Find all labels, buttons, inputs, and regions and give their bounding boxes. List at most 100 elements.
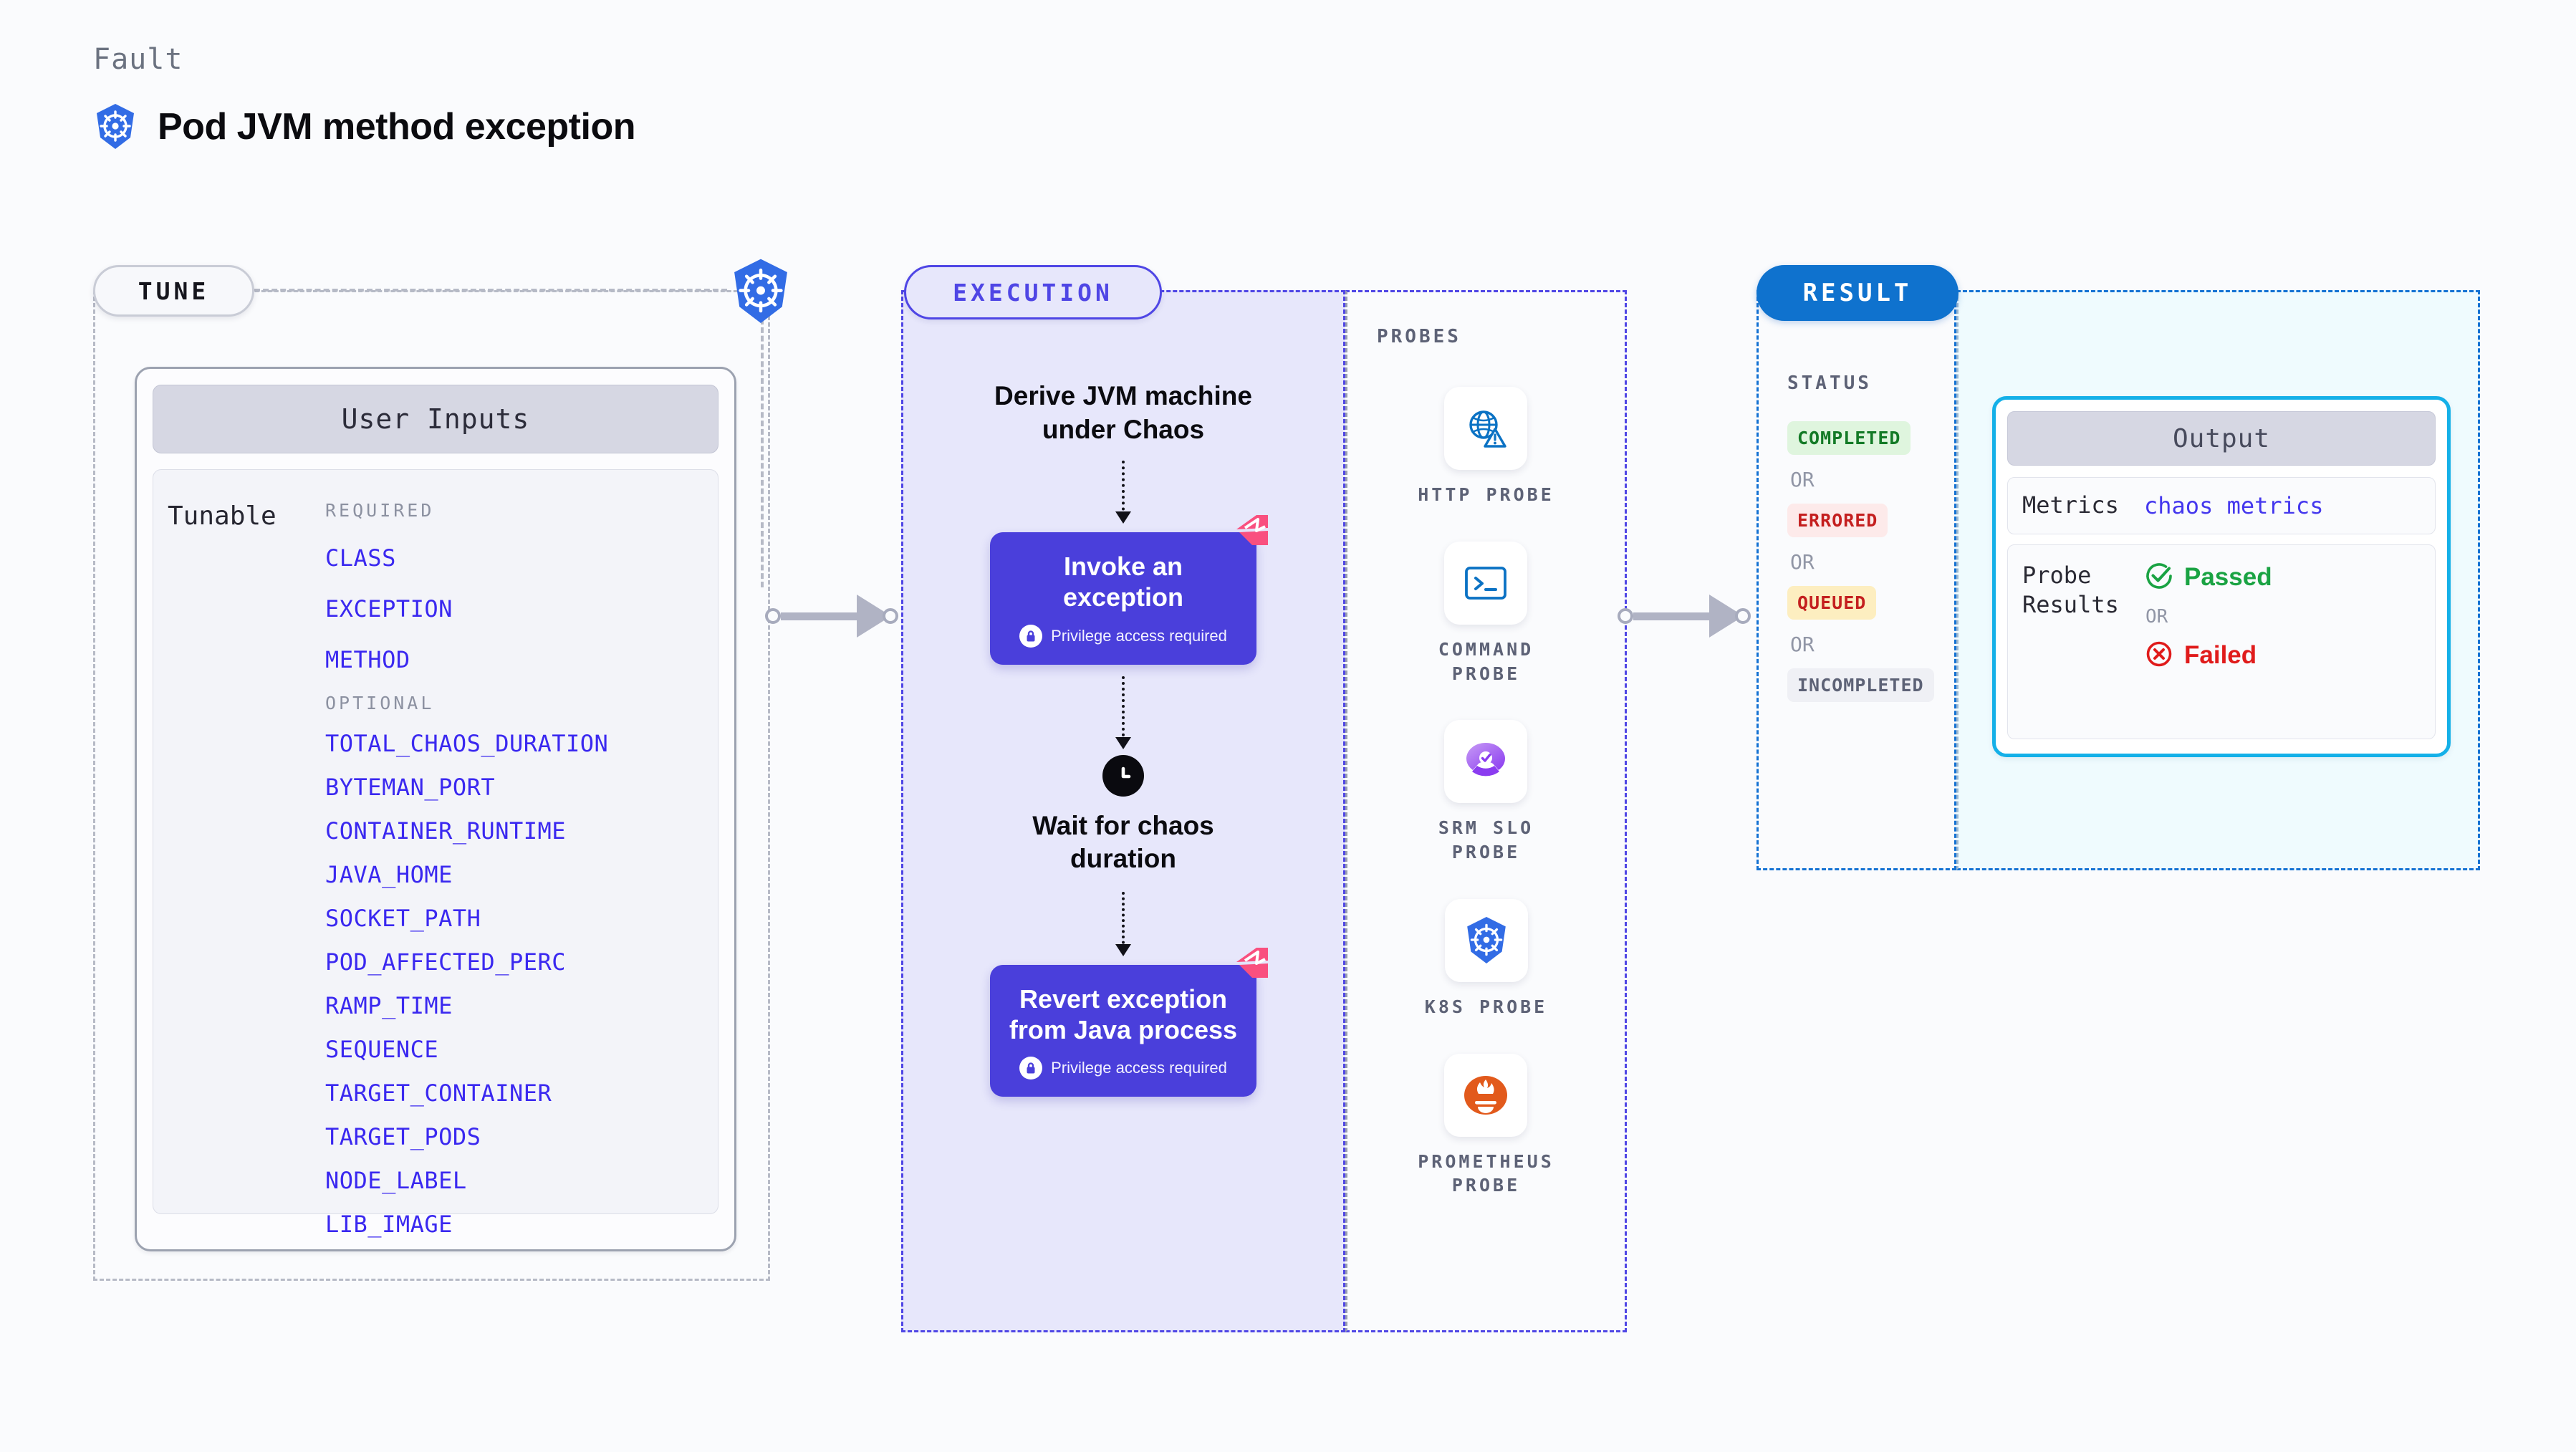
- chaos-metrics-link[interactable]: chaos metrics: [2144, 491, 2324, 519]
- tunable-item[interactable]: METHOD: [325, 646, 410, 673]
- probe-label: HTTP PROBE: [1418, 484, 1554, 505]
- probes-title: PROBES: [1377, 326, 1461, 347]
- tune-chip[interactable]: TUNE: [93, 265, 254, 317]
- metrics-key: Metrics: [2022, 491, 2119, 519]
- flow-arrow-head: [1115, 943, 1131, 956]
- chaos-corner-icon: [1232, 512, 1272, 552]
- lock-icon: [1019, 624, 1043, 648]
- flow-arrow: [1115, 461, 1131, 524]
- probe-results-key: Probe Results: [2022, 561, 2119, 619]
- execution-flow: Derive JVM machine under Chaos Invoke an…: [901, 380, 1345, 1097]
- terminal-icon[interactable]: [1444, 541, 1528, 625]
- tunable-item[interactable]: RAMP_TIME: [325, 992, 453, 1019]
- tunable-item[interactable]: CONTAINER_RUNTIME: [325, 817, 567, 845]
- status-badge: COMPLETED: [1787, 421, 1911, 455]
- privilege-note-text: Privilege access required: [1051, 626, 1227, 645]
- user-inputs-header: User Inputs: [153, 385, 719, 453]
- step-title: Revert exception from Java process: [1009, 984, 1238, 1044]
- result-chip[interactable]: RESULT: [1756, 265, 1959, 321]
- probes-to-result-connector: [1618, 595, 1751, 638]
- status-badge: INCOMPLETED: [1787, 668, 1934, 702]
- output-card: Output Metrics chaos metrics Probe Resul…: [1992, 396, 2451, 757]
- clock-icon: [1102, 754, 1144, 797]
- x-circle-icon: [2144, 639, 2174, 673]
- tune-header-dashed-line: [254, 289, 727, 292]
- connector-start-dot: [1618, 608, 1633, 624]
- optional-group-title: OPTIONAL: [325, 693, 435, 713]
- tune-k8s-dashed-stub: [761, 319, 764, 587]
- optional-group: OPTIONAL TOTAL_CHAOS_DURATION BYTEMAN_POR…: [325, 693, 718, 1238]
- probe-results-values: Passed OR Failed: [2144, 561, 2421, 673]
- execution-chip[interactable]: EXECUTION: [904, 265, 1162, 319]
- privilege-note: Privilege access required: [1004, 1057, 1242, 1080]
- probe-results-row: Probe Results Passed OR: [2007, 544, 2436, 739]
- connector-bar: [1633, 612, 1709, 620]
- lock-icon: [1019, 1057, 1043, 1080]
- failed-label: Failed: [2184, 641, 2257, 670]
- tunable-item[interactable]: JAVA_HOME: [325, 861, 453, 888]
- status-title: STATUS: [1787, 372, 1872, 394]
- execution-step-revert-exception[interactable]: Revert exception from Java process Privi…: [990, 947, 1268, 1097]
- probe-result-passed: Passed: [2144, 561, 2421, 595]
- fault-kicker: Fault: [93, 43, 183, 76]
- or-label: OR: [2145, 605, 2168, 628]
- kubernetes-icon: [729, 258, 792, 329]
- required-group-title: REQUIRED: [325, 500, 435, 521]
- execution-step-text: Wait for chaos duration: [1032, 810, 1214, 874]
- tunable-body: Tunable REQUIRED CLASS EXCEPTION METHOD OP…: [153, 469, 719, 1238]
- kubernetes-icon[interactable]: [1444, 898, 1528, 982]
- globe-warning-icon[interactable]: [1444, 387, 1528, 470]
- tunable-item[interactable]: EXCEPTION: [325, 595, 453, 622]
- probe-item[interactable]: HTTP PROBE: [1418, 387, 1554, 507]
- tunable-item[interactable]: TARGET_PODS: [325, 1123, 481, 1150]
- flow-arrow-head: [1115, 511, 1131, 524]
- check-circle-icon: [2144, 561, 2174, 595]
- tunable-lists: REQUIRED CLASS EXCEPTION METHOD OPTIONAL T…: [325, 470, 718, 1238]
- tunable-item[interactable]: CLASS: [325, 544, 396, 572]
- tunable-item[interactable]: LIB_IMAGE: [325, 1211, 453, 1238]
- execution-step-invoke-exception[interactable]: Invoke an exception Privilege access req…: [990, 515, 1268, 665]
- tunable-item[interactable]: POD_AFFECTED_PERC: [325, 948, 567, 976]
- tunable-item[interactable]: TOTAL_CHAOS_DURATION: [325, 730, 609, 757]
- kubernetes-icon: [93, 103, 138, 150]
- privilege-note-text: Privilege access required: [1051, 1059, 1227, 1077]
- probe-result-failed: Failed: [2144, 639, 2421, 673]
- step-title: Invoke an exception: [1062, 552, 1184, 612]
- privilege-note: Privilege access required: [1004, 624, 1242, 648]
- flow-arrow-line: [1122, 891, 1125, 955]
- connector-bar: [781, 612, 857, 620]
- flow-arrow-head: [1115, 736, 1131, 749]
- connector-end-dot: [883, 608, 898, 624]
- tunable-item[interactable]: NODE_LABEL: [325, 1167, 467, 1194]
- or-label: OR: [1790, 633, 1815, 656]
- probe-item[interactable]: K8S PROBE: [1424, 898, 1548, 1019]
- probe-label: K8S PROBE: [1424, 996, 1548, 1017]
- status-badge: ERRORED: [1787, 504, 1888, 537]
- passed-label: Passed: [2184, 563, 2272, 592]
- page-header: Fault Pod JVM method exception: [93, 43, 635, 150]
- tunable-row-label: Tunable: [168, 501, 277, 531]
- tunable-item[interactable]: SEQUENCE: [325, 1036, 439, 1063]
- srm-slo-icon[interactable]: [1444, 720, 1528, 804]
- user-inputs-card: User Inputs Tunable REQUIRED CLASS EXCEPT…: [135, 367, 736, 1251]
- tunable-item[interactable]: SOCKET_PATH: [325, 905, 481, 932]
- flow-arrow-line: [1122, 675, 1125, 748]
- tunable-item[interactable]: TARGET_CONTAINER: [325, 1080, 552, 1107]
- connector-start-dot: [765, 608, 781, 624]
- required-group: REQUIRED CLASS EXCEPTION METHOD: [325, 500, 718, 673]
- prometheus-icon[interactable]: [1444, 1053, 1528, 1137]
- or-label: OR: [1790, 550, 1815, 574]
- page-title: Pod JVM method exception: [158, 106, 635, 148]
- chaos-corner-icon: [1232, 945, 1272, 985]
- flow-arrow-line: [1122, 461, 1125, 523]
- tunable-item[interactable]: BYTEMAN_PORT: [325, 774, 496, 801]
- title-row: Pod JVM method exception: [93, 103, 635, 150]
